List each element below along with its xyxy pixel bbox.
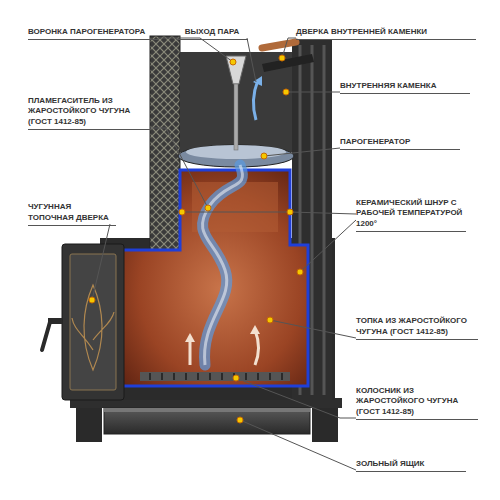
part-label: ДВЕРКА ВНУТРЕННЕЙ КАМЕНКИ xyxy=(296,27,476,40)
funnel xyxy=(226,56,246,84)
ash-drawer-rim xyxy=(104,408,310,412)
part-label: ПАРОГЕНЕРАТОР xyxy=(340,137,460,150)
leader-lines xyxy=(92,38,356,470)
funnel-pipe xyxy=(234,84,238,150)
stone-door xyxy=(262,54,314,72)
steam-arrow-head xyxy=(253,76,262,86)
door-lever xyxy=(42,322,50,350)
mesh-panel xyxy=(150,36,180,250)
grate xyxy=(140,372,290,381)
grate-slots xyxy=(150,373,282,380)
part-label: ВНУТРЕННЯЯ КАМЕНКА xyxy=(340,81,470,94)
part-label: ТОПКА ИЗ ЖАРОСТОЙКОГО ЧУГУНА (ГОСТ 1412-… xyxy=(356,316,478,340)
ash-drawer xyxy=(104,408,310,434)
heat-arrows xyxy=(190,330,259,365)
door-handle xyxy=(262,42,296,48)
stove-leg xyxy=(76,408,102,442)
part-label: ВОРОНКА ПАРОГЕНЕРАТОРА xyxy=(28,27,158,40)
heat-arrow-head xyxy=(250,325,260,334)
smoke-flow xyxy=(202,165,242,365)
part-label: ЧУГУННАЯ ТОПОЧНАЯ ДВЕРКА xyxy=(28,202,116,226)
smoke-flow-core xyxy=(202,165,242,365)
heat-arrow-head xyxy=(185,333,195,342)
steam-arrow xyxy=(253,80,258,120)
part-label: КЕРАМИЧЕСКИЙ ШНУР С РАБОЧЕЙ ТЕМПЕРАТУРОЙ… xyxy=(356,198,466,232)
door-panel xyxy=(70,254,116,390)
part-label: ПЛАМЕГАСИТЕЛЬ ИЗ ЖАРОСТОЙКОГО ЧУГУНА (ГО… xyxy=(28,96,150,130)
part-label: КОЛОСНИК ИЗ ЖАРОСТОЙКОГО ЧУГУНА (ГОСТ 14… xyxy=(356,386,478,420)
part-label: ЗОЛЬНЫЙ ЯЩИК xyxy=(356,459,466,472)
door-ornament xyxy=(72,285,114,370)
stove-leg xyxy=(312,408,338,442)
firebox-door xyxy=(62,244,124,400)
part-label: ВЫХОД ПАРА xyxy=(176,27,248,40)
